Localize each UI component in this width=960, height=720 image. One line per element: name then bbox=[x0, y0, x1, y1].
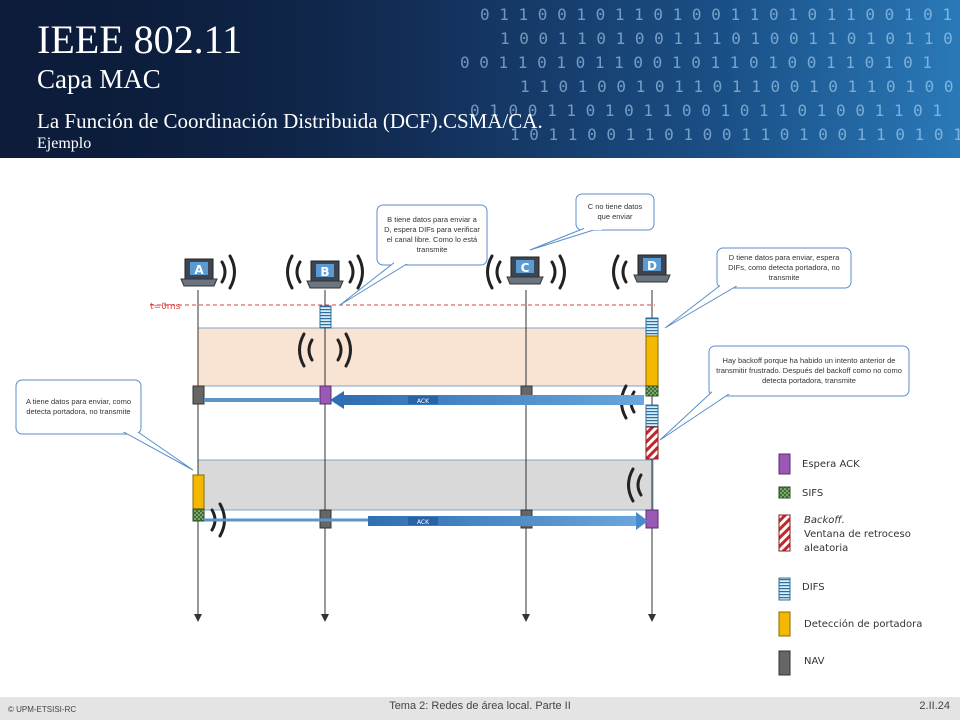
legend-label-backoff-title: Backoff. bbox=[804, 515, 845, 526]
wifi-waves-d-transmit bbox=[627, 467, 643, 503]
csma-ca-timing-diagram: t=0ms A B C D bbox=[15, 193, 910, 676]
wifi-waves-c bbox=[486, 254, 566, 290]
footer-slide-number: 2.II.24 bbox=[919, 700, 950, 712]
callout-shape-hay bbox=[659, 345, 910, 441]
legend-swatch-difs bbox=[778, 577, 791, 601]
carrier-detect-block-a bbox=[192, 474, 205, 510]
callout-hay: Hay backoff porque ha habido un intento … bbox=[716, 356, 902, 385]
ack-bar-2 bbox=[368, 516, 638, 526]
laptop-icon-d: D bbox=[633, 254, 671, 283]
legend-label-nav: NAV bbox=[804, 656, 825, 667]
legend-label-difs: DIFS bbox=[802, 582, 825, 593]
backoff-block-d bbox=[645, 426, 659, 460]
callout-b: B tiene datos para enviar a D, espera DI… bbox=[384, 215, 480, 254]
sifs-block-d bbox=[645, 385, 659, 397]
callout-c: C no tiene datos que enviar bbox=[587, 202, 643, 221]
difs-block-b bbox=[319, 305, 332, 329]
transmission-band-d bbox=[197, 459, 654, 511]
wifi-waves-a bbox=[220, 254, 236, 290]
station-label-c: C bbox=[521, 261, 530, 275]
callout-a: A tiene datos para enviar, como detecta … bbox=[25, 397, 132, 416]
ack-label-box-1 bbox=[408, 396, 438, 404]
legend-label-sifs: SIFS bbox=[802, 488, 824, 499]
legend-swatch-deteccion bbox=[778, 611, 791, 637]
difs-block-d-2 bbox=[645, 404, 659, 428]
section-subtitle: Ejemplo bbox=[37, 135, 92, 152]
legend-label-backoff-desc: Ventana de retroceso aleatoria bbox=[804, 529, 911, 554]
footer-topic: Tema 2: Redes de área local. Parte II bbox=[389, 700, 571, 712]
binary-background: 0 1 1 0 0 1 0 1 1 0 1 0 0 1 1 0 1 0 1 1 … bbox=[0, 0, 960, 158]
wifi-waves-band-b bbox=[298, 332, 352, 368]
ack-label-2: ACK bbox=[417, 519, 430, 526]
ack-bar-1 bbox=[344, 395, 644, 405]
legend-swatch-backoff bbox=[778, 514, 791, 552]
sifs-block-a bbox=[192, 508, 205, 522]
callout-d: D tiene datos para enviar, espera DIFs, … bbox=[728, 253, 840, 282]
legend-swatch-espera-ack bbox=[778, 453, 791, 475]
nav-block-a-1 bbox=[192, 385, 205, 405]
laptop-icon-c: C bbox=[506, 256, 544, 285]
callout-shape-a bbox=[15, 379, 194, 471]
ack-label-1: ACK bbox=[417, 398, 430, 405]
ack-arrowhead-2 bbox=[636, 512, 648, 530]
wait-ack-block-d bbox=[645, 509, 659, 529]
section-title: La Función de Coordinación Distribuida (… bbox=[37, 109, 543, 133]
ack-arrowhead-1 bbox=[330, 391, 344, 409]
wifi-waves-b bbox=[286, 254, 364, 290]
laptop-icon-a: A bbox=[180, 258, 218, 287]
callout-shape-c bbox=[529, 193, 655, 251]
ack-label-box-2 bbox=[408, 517, 438, 525]
time-label: t=0ms bbox=[150, 302, 181, 312]
transmission-band-b bbox=[197, 327, 654, 387]
callout-shape-d bbox=[664, 247, 852, 329]
carrier-detect-block-d bbox=[645, 335, 659, 387]
header-banner: 0 1 1 0 0 1 0 1 1 0 1 0 0 1 1 0 1 0 1 1 … bbox=[0, 0, 960, 158]
difs-block-d bbox=[645, 317, 659, 337]
callout-shape-b bbox=[339, 204, 488, 306]
station-label-d: D bbox=[647, 259, 657, 273]
legend-swatch-sifs bbox=[778, 486, 791, 499]
legend-label-espera-ack: Espera ACK bbox=[802, 459, 860, 470]
legend-swatch-nav bbox=[778, 650, 791, 676]
footer: © UPM-ETSISI-RC Tema 2: Redes de área lo… bbox=[0, 697, 960, 720]
page-title: IEEE 802.11 bbox=[37, 17, 243, 62]
station-label-b: B bbox=[320, 265, 329, 279]
wifi-waves-d bbox=[612, 254, 628, 290]
wait-ack-block-b bbox=[319, 385, 332, 405]
page-subtitle: Capa MAC bbox=[37, 64, 161, 94]
laptop-icon-b: B bbox=[306, 260, 344, 289]
footer-copyright: © UPM-ETSISI-RC bbox=[8, 705, 77, 714]
station-label-a: A bbox=[194, 263, 204, 277]
legend-label-deteccion: Detección de portadora bbox=[804, 619, 923, 630]
